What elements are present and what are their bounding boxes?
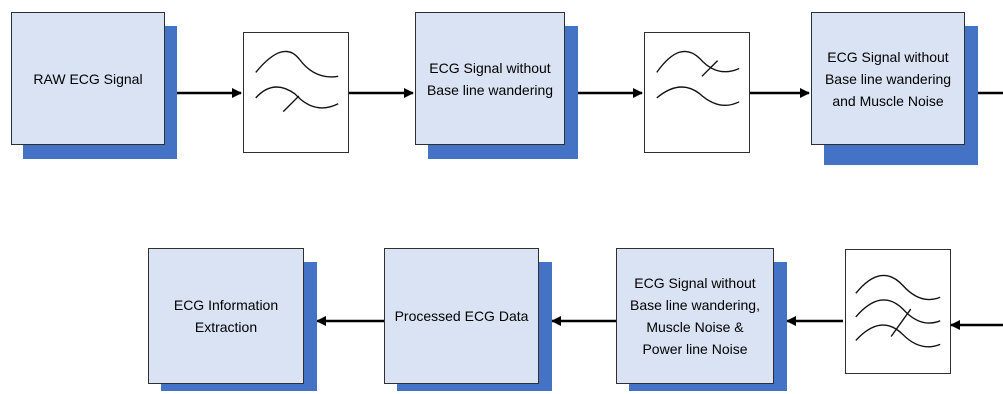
ecg-without-all-noise-block: ECG Signal without Base line wandering, …	[616, 248, 774, 384]
ecg-information-extraction-block: ECG Information Extraction	[148, 248, 304, 384]
notch-filter-icon	[855, 274, 941, 348]
notch-filter-block	[845, 249, 951, 374]
low-pass-filter-icon	[656, 50, 740, 107]
ecg-without-baseline-block: ECG Signal without Base line wandering	[415, 12, 565, 145]
ecg-without-baseline-muscle-block: ECG Signal without Base line wandering a…	[811, 12, 965, 145]
processed-ecg-data-block: Processed ECG Data	[384, 248, 539, 384]
low-pass-filter-block	[644, 32, 750, 153]
high-pass-filter-icon	[255, 50, 339, 113]
high-pass-filter-block	[243, 32, 349, 153]
raw-ecg-signal-block: RAW ECG Signal	[11, 12, 165, 145]
